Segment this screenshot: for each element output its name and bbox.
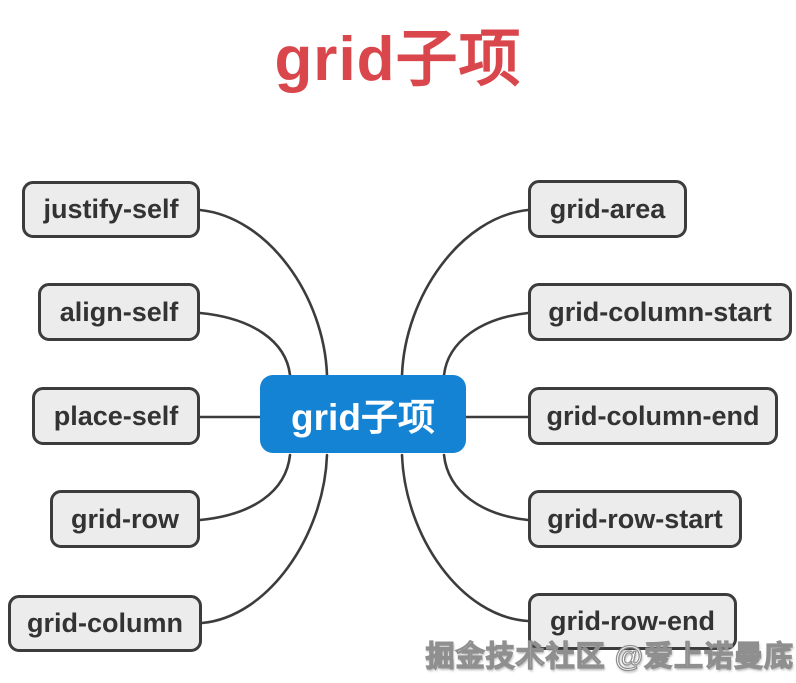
node-label: grid-row-end <box>550 606 715 636</box>
node-grid-column-end: grid-column-end <box>528 387 778 445</box>
node-grid-area: grid-area <box>528 180 687 238</box>
node-label: grid-column-start <box>548 296 772 327</box>
node-label: align-self <box>59 296 179 327</box>
watermark: 掘金技术社区 @爱上诺曼底 <box>425 640 794 673</box>
node-align-self: align-self <box>38 283 200 341</box>
node-grid-row: grid-row <box>50 490 200 548</box>
connector-grid-area <box>400 208 530 377</box>
node-label: justify-self <box>43 194 179 224</box>
node-label: grid-row-start <box>547 503 723 534</box>
node-grid-row-end: grid-row-end <box>528 593 737 650</box>
central-node-label: grid子项 <box>291 397 435 438</box>
connector-grid-row <box>198 453 292 522</box>
node-label: grid-area <box>549 193 666 224</box>
connector-grid-row-end <box>400 453 530 623</box>
node-label: grid-row <box>71 503 179 534</box>
connector-justify-self <box>198 208 329 377</box>
connector-align-self <box>198 311 292 377</box>
connector-grid-column <box>200 453 329 625</box>
node-justify-self: justify-self <box>22 181 200 238</box>
node-grid-column: grid-column <box>8 595 202 652</box>
node-label: grid-column <box>27 608 183 638</box>
node-label: grid-column-end <box>546 400 760 431</box>
central-node-grid-child: grid子项 <box>260 375 466 453</box>
node-place-self: place-self <box>32 387 200 445</box>
node-grid-column-start: grid-column-start <box>528 283 792 341</box>
connector-grid-row-start <box>442 453 530 522</box>
connector-grid-column-start <box>442 311 530 377</box>
node-grid-row-start: grid-row-start <box>528 490 742 548</box>
page-title: grid子项 <box>274 25 522 94</box>
node-label: place-self <box>53 400 179 431</box>
